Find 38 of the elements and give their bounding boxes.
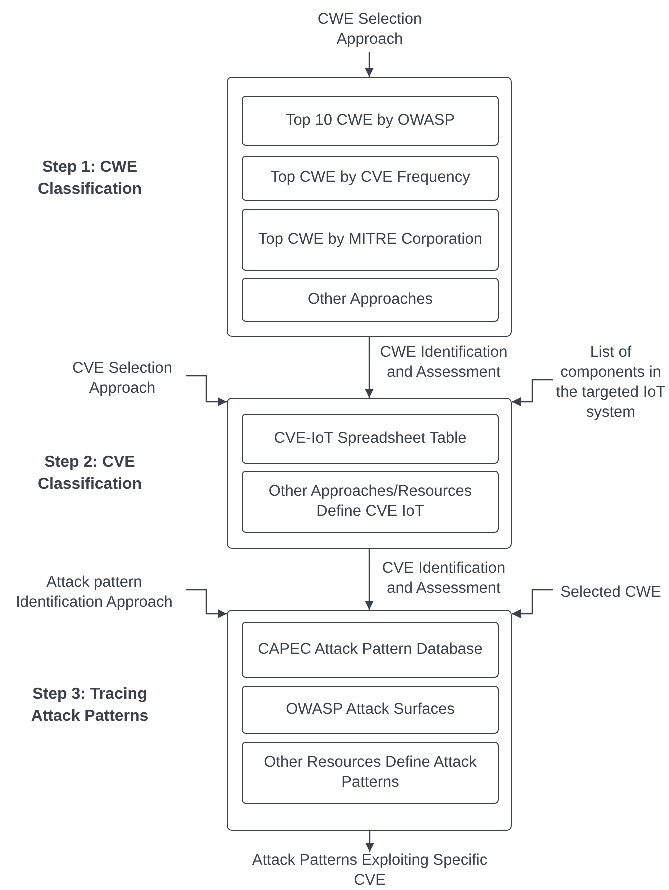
- step-heading: Step 2: CVE Classification: [36, 453, 144, 495]
- step-heading: Step 1: CWE Classification: [36, 158, 144, 200]
- flow-label: Attack Patterns Exploiting Specific CVE: [251, 850, 489, 890]
- process-box: [242, 742, 499, 804]
- flow-label: Attack pattern Identification Approach: [15, 572, 174, 613]
- process-box: [242, 278, 499, 322]
- box-label: CAPEC Attack Pattern Database: [258, 640, 483, 660]
- step-container-box: [227, 610, 512, 831]
- arrow: [366, 831, 374, 852]
- box-label: Top CWE by CVE Frequency: [270, 168, 470, 188]
- box-label: Other Approaches/Resources Define CVE IoT: [268, 482, 474, 522]
- process-box: [242, 622, 499, 678]
- process-box: [242, 209, 499, 271]
- process-box: [242, 686, 499, 734]
- arrow: [365, 52, 374, 77]
- step-container-box: [227, 77, 512, 337]
- step-heading: Step 3: Tracing Attack Patterns: [30, 685, 150, 727]
- flow-label: CVE Selection Approach: [72, 358, 174, 399]
- box-label: Top 10 CWE by OWASP: [286, 110, 456, 131]
- arrow: [512, 589, 553, 618]
- flow-label: Selected CWE: [560, 582, 662, 603]
- box-label: CVE-IoT Spreadsheet Table: [274, 428, 467, 449]
- box-label: Other Resources Define Attack Patterns: [263, 752, 478, 793]
- step-container-box: [227, 398, 512, 549]
- box-label: OWASP Attack Surfaces: [286, 700, 455, 720]
- flow-label: CWE Selection Approach: [316, 10, 424, 50]
- arrow: [186, 375, 227, 406]
- arrow: [512, 379, 553, 406]
- process-box: [242, 471, 499, 533]
- arrow: [365, 337, 374, 398]
- process-box: [242, 414, 499, 464]
- flow-label: List of components in the targeted IoT system: [555, 342, 667, 424]
- box-label: Top CWE by MITRE Corporation: [258, 230, 482, 250]
- arrow: [186, 589, 227, 618]
- process-box: [242, 156, 499, 201]
- box-label: Other Approaches: [308, 290, 433, 310]
- arrow: [365, 549, 374, 610]
- process-box: [242, 96, 499, 146]
